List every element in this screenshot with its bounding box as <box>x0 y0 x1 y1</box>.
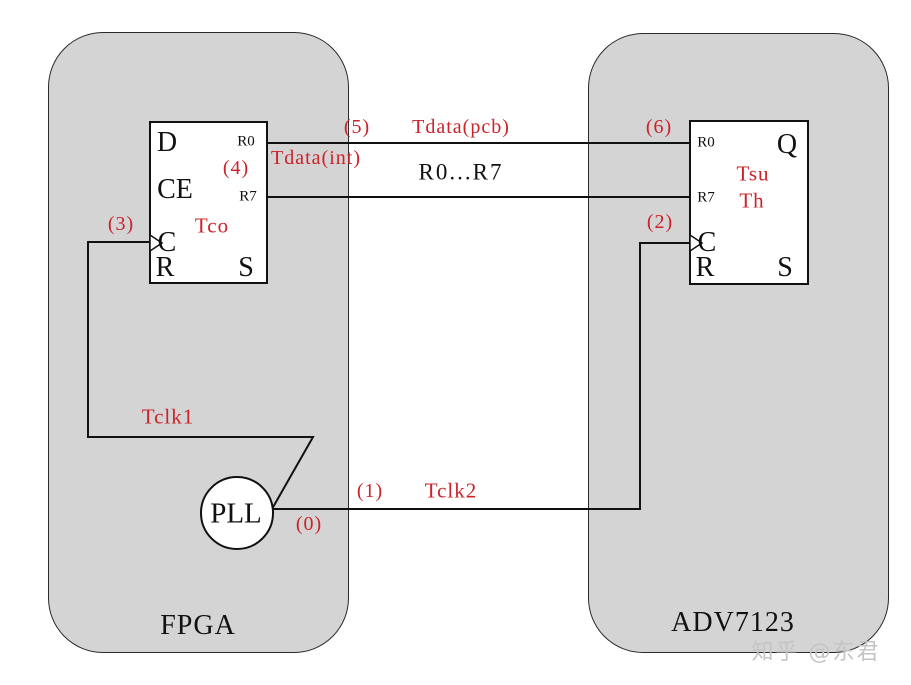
timing-label-tsu: Tsu <box>736 161 770 186</box>
left-ff-pin-d: D <box>156 127 178 158</box>
path-number-6: (6) <box>645 116 673 138</box>
fpga-block-label: FPGA <box>160 610 236 641</box>
timing-label-tclk1: Tclk1 <box>141 404 195 429</box>
right-ff-pin-q: Q <box>776 129 798 160</box>
left-ff-pin-c: C <box>157 227 177 258</box>
left-ff-pin-r: R <box>155 252 175 283</box>
timing-label-tdata-pcb: Tdata(pcb) <box>412 116 510 138</box>
path-number-0: (0) <box>295 513 323 535</box>
watermark-text: 知乎 @东君 <box>751 640 881 665</box>
left-ff-pin-s: S <box>238 252 254 283</box>
timing-label-tdata-int: Tdata(int) <box>271 147 361 169</box>
path-number-2: (2) <box>646 211 674 233</box>
right-ff-pin-c: C <box>697 227 717 258</box>
right-ff-pin-r: R <box>695 252 715 283</box>
path-number-1: (1) <box>356 480 384 502</box>
right-ff-pin-r7: R7 <box>697 189 715 206</box>
timing-label-tco: Tco <box>194 213 230 238</box>
timing-label-th: Th <box>739 188 765 213</box>
left-ff-pin-r0: R0 <box>237 133 255 150</box>
path-number-4: (4) <box>222 157 250 179</box>
right-ff-pin-s: S <box>777 252 793 283</box>
adv7123-block-label: ADV7123 <box>671 607 795 638</box>
adv7123-input-register-box <box>689 120 809 285</box>
path-number-3: (3) <box>107 213 135 235</box>
right-ff-pin-r0: R0 <box>697 134 715 151</box>
left-ff-pin-ce: CE <box>157 174 193 205</box>
path-number-5: (5) <box>343 116 371 138</box>
bus-label: R0...R7 <box>418 159 504 185</box>
pll-label: PLL <box>210 497 262 530</box>
timing-label-tclk2: Tclk2 <box>424 478 478 503</box>
left-ff-pin-r7: R7 <box>239 188 257 205</box>
